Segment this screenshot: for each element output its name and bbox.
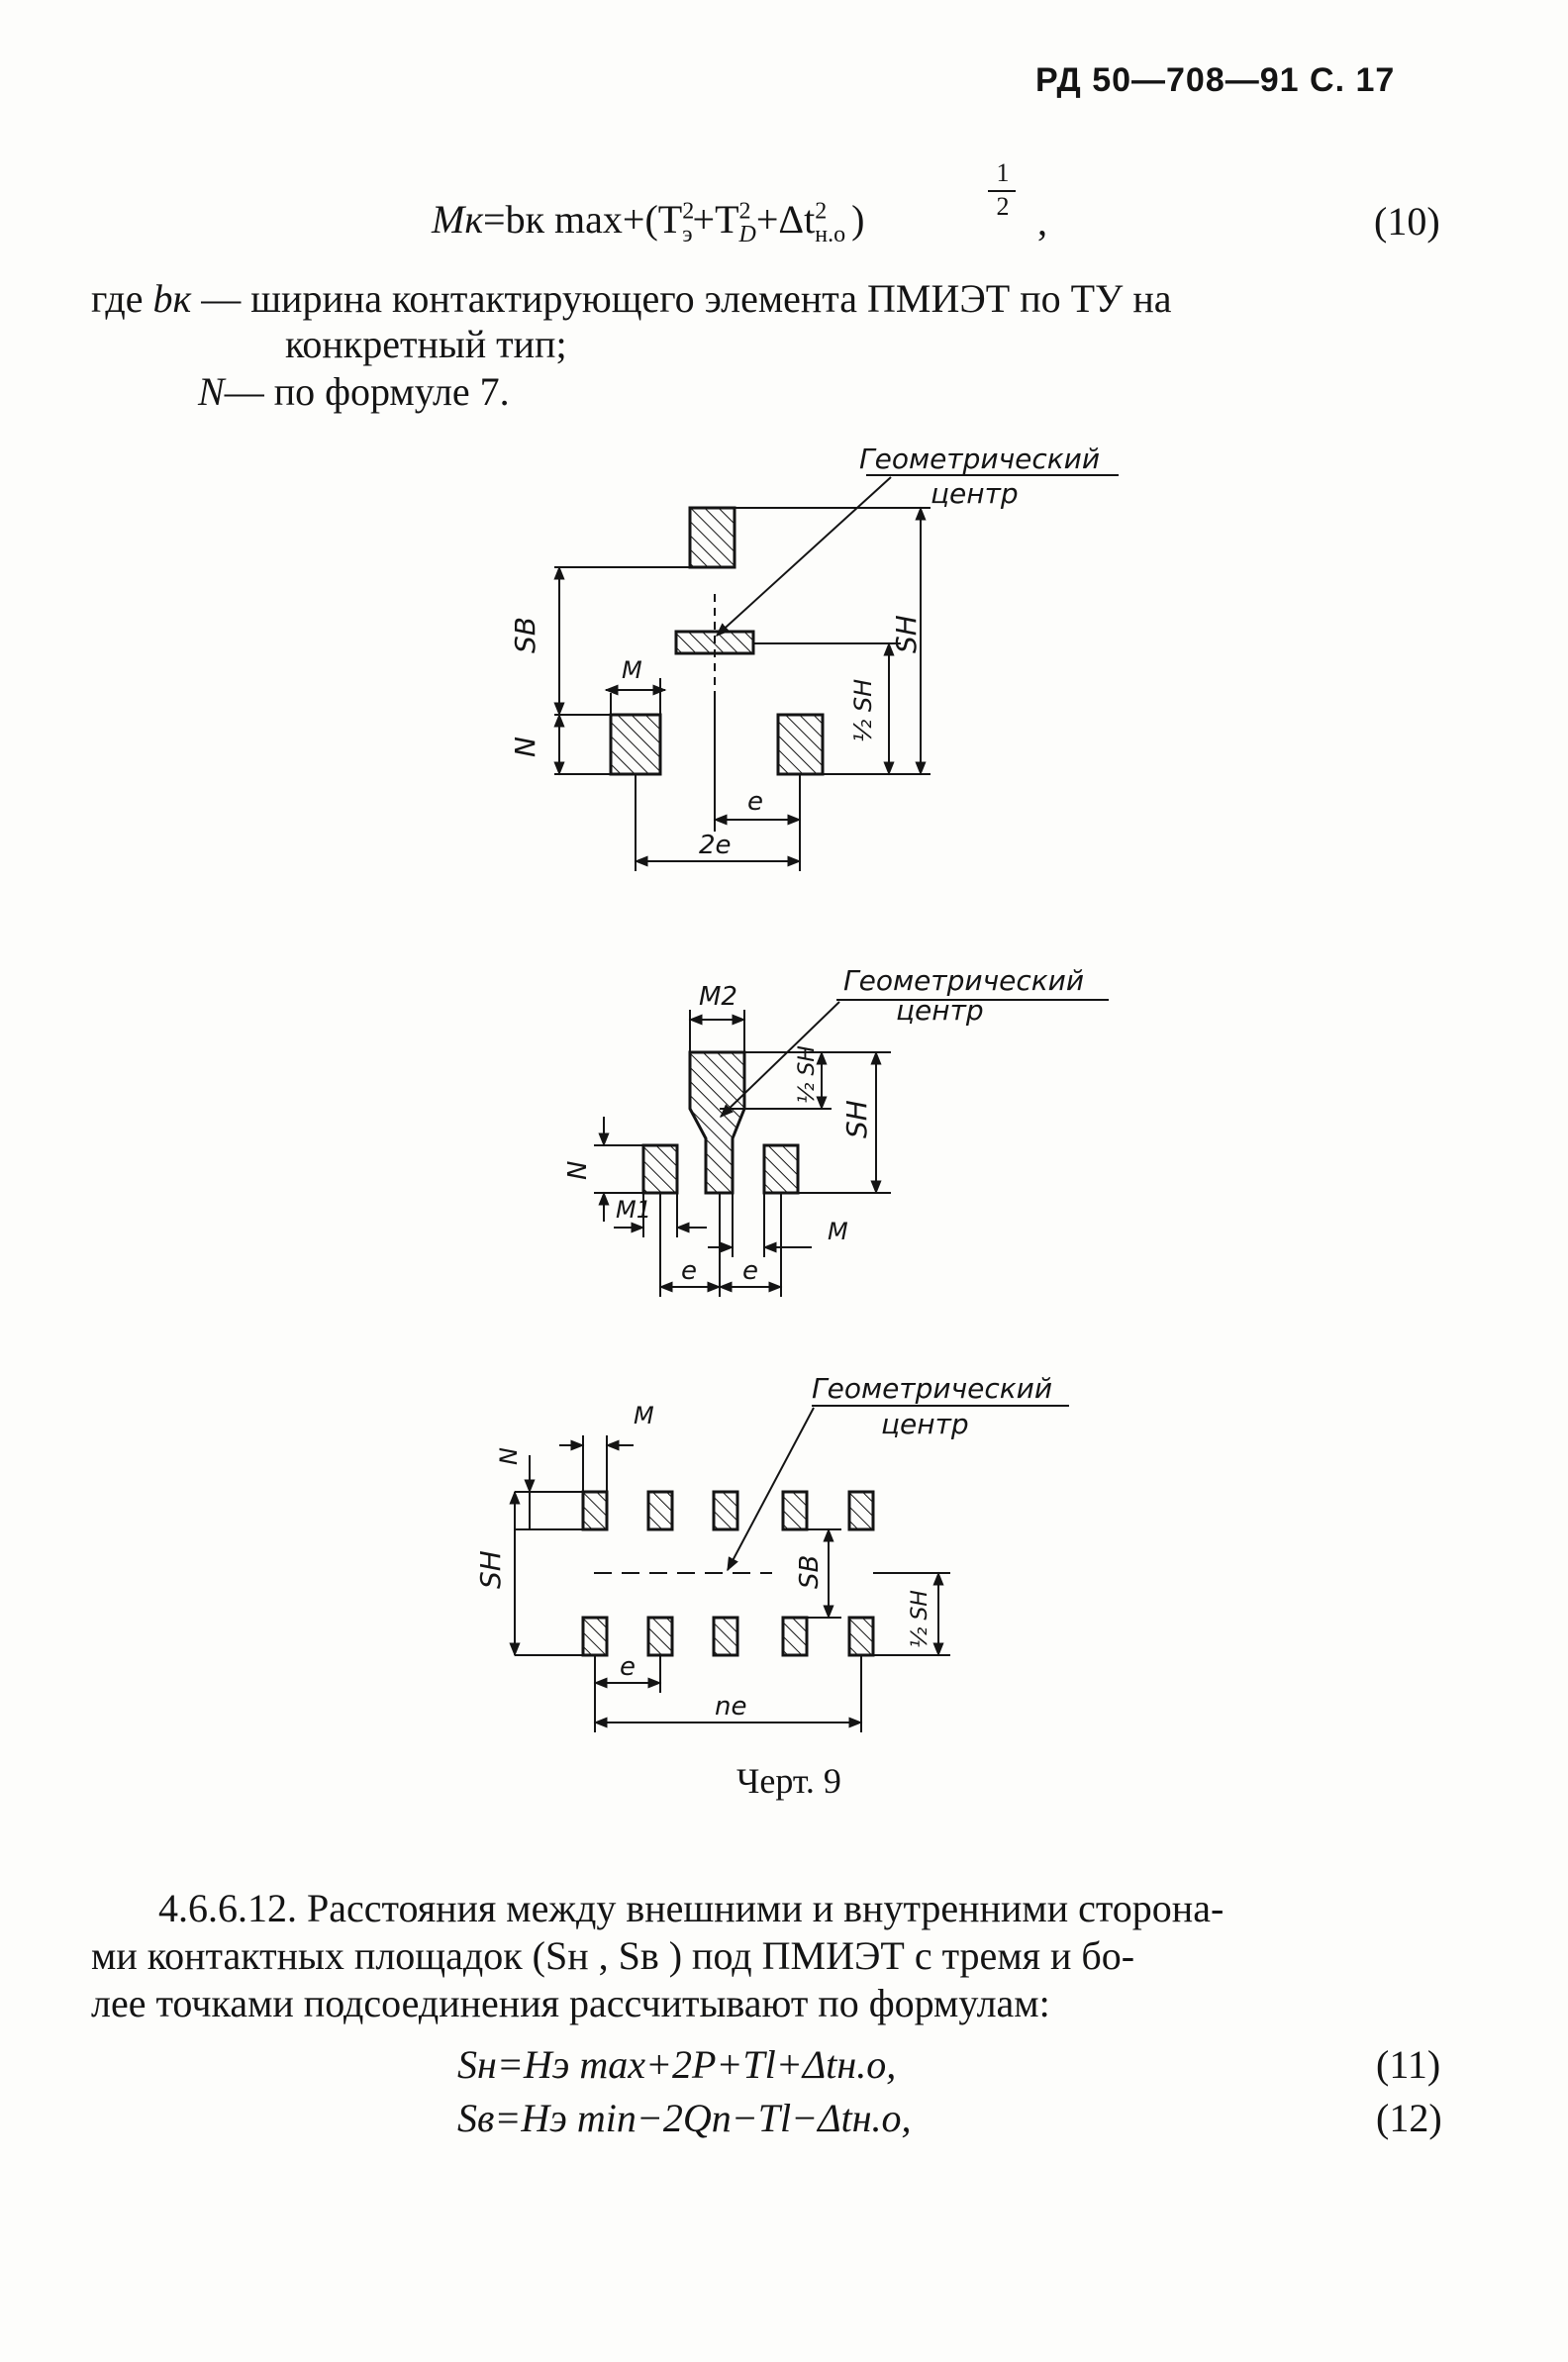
fig2-label-e2: e: [742, 1256, 758, 1286]
formula-10-sub-e: э: [682, 222, 693, 247]
fig1-pad-left: [609, 713, 662, 776]
formula-10-number: (10): [1374, 199, 1440, 244]
fig2-callout-2: центр: [896, 994, 984, 1027]
formula-10-rhs-c: +Δt: [755, 197, 816, 242]
formula-10-exp-bar: [988, 190, 1016, 192]
definition-n: N— по формуле 7.: [198, 370, 510, 414]
fig3-top-row: [581, 1490, 875, 1531]
fig1-callout-2: центр: [931, 477, 1019, 510]
fig3-label-sh: SН: [474, 1550, 507, 1589]
fig1-label-sh: SН: [890, 615, 923, 653]
fig3-callout-1: Геометрический: [812, 1372, 1052, 1405]
fig3-bottom-row: [581, 1616, 875, 1657]
formula-10: Mк=bк max+(T2э+T2D+Δt2н.о): [432, 196, 864, 248]
formula-10-exp-num: 1: [996, 158, 1010, 187]
fig3-callout-leader: [727, 1407, 815, 1572]
fig1-label-e: e: [747, 787, 763, 817]
fig3-label-half-sh: ½ SН: [908, 1590, 932, 1648]
definition-bk-cont: конкретный тип;: [285, 322, 567, 366]
definition-n-symbol: N: [198, 369, 225, 414]
formula-10-rhs-b: +T: [692, 197, 739, 242]
definition-bk: где bк — ширина контактирующего элемента…: [91, 277, 1172, 321]
fig1-label-sb: SВ: [509, 617, 541, 653]
fig2-callout-1: Геометрический: [843, 964, 1084, 997]
para-line-3: лее точками подсоединения рассчитывают п…: [91, 1981, 1050, 2025]
fig3-label-n: N: [495, 1447, 523, 1465]
formula-10-sq-2: 2: [738, 198, 751, 225]
formula-10-lhs: Mк: [432, 197, 484, 242]
formula-10-sq-3: 2: [815, 198, 828, 225]
formula-10-comma: ,: [1037, 199, 1047, 244]
formula-11: Sн=Hэ max+2P+Tl+Δtн.о,: [457, 2042, 897, 2087]
fig2: [594, 999, 1109, 1297]
formula-10-sq-1: 2: [682, 198, 695, 225]
fig2-pad-left: [641, 1143, 679, 1195]
fig2-callout-leader: [719, 1001, 840, 1118]
formula-10-rhs-a: =bк max+(T: [483, 197, 683, 242]
definition-prefix: где: [91, 276, 153, 321]
fig2-pad-center: [688, 1050, 746, 1195]
fig2-label-sh: SН: [840, 1100, 873, 1138]
fig3-label-m: M: [634, 1402, 654, 1429]
para-line-1: 4.6.6.12. Расстояния между внешними и вн…: [158, 1886, 1225, 1930]
fig3-label-sb: SВ: [795, 1555, 825, 1589]
fig2-pad-right: [762, 1143, 800, 1195]
para-line-2: ми контактных площадок (Sн , Sв ) под ПМ…: [91, 1933, 1135, 1978]
fig3-callout-2: центр: [881, 1408, 969, 1440]
page-header: РД 50—708—91 С. 17: [1035, 61, 1396, 99]
fig1-label-2e: 2e: [699, 831, 732, 860]
formula-10-sub-d: D: [738, 222, 756, 247]
formula-10-exp-den: 2: [996, 192, 1010, 221]
formula-12: Sв=Hэ min−2Qп−Tl−Δtн.о,: [457, 2096, 912, 2140]
fig3-label-e: e: [620, 1652, 636, 1682]
definition-bk-symbol: bк: [152, 276, 192, 321]
fig1-label-n: N: [509, 737, 541, 757]
fig3-label-ne: ne: [715, 1692, 746, 1722]
fig1-callout-1: Геометрический: [859, 443, 1100, 475]
figure-caption: Черт. 9: [736, 1761, 841, 1801]
definition-n-text: — по формуле 7.: [224, 369, 510, 414]
fig2-label-m: M: [828, 1218, 848, 1245]
formula-11-number: (11): [1376, 2042, 1441, 2087]
fig2-label-m2: M2: [699, 982, 737, 1012]
fig2-label-m1: M1: [616, 1196, 651, 1224]
fig2-label-e1: e: [681, 1256, 697, 1286]
formula-12-number: (12): [1376, 2096, 1442, 2140]
fig1-callout-leader: [715, 476, 892, 637]
formula-10-close: ): [851, 197, 865, 242]
fig2-label-n: N: [563, 1161, 593, 1180]
formula-10-sub-no: н.о: [815, 222, 846, 247]
fig1-pad-right: [776, 713, 825, 776]
fig1-label-m: M: [622, 656, 642, 684]
fig1: [553, 474, 1119, 871]
definition-bk-text: — ширина контактирующего элемента ПМИЭТ …: [201, 276, 1172, 321]
fig1-pad-top: [688, 506, 736, 569]
fig2-label-half-sh: ½ SН: [795, 1045, 820, 1104]
fig3: [509, 1405, 1069, 1732]
fig1-label-half-sh: ½ SН: [849, 679, 877, 742]
